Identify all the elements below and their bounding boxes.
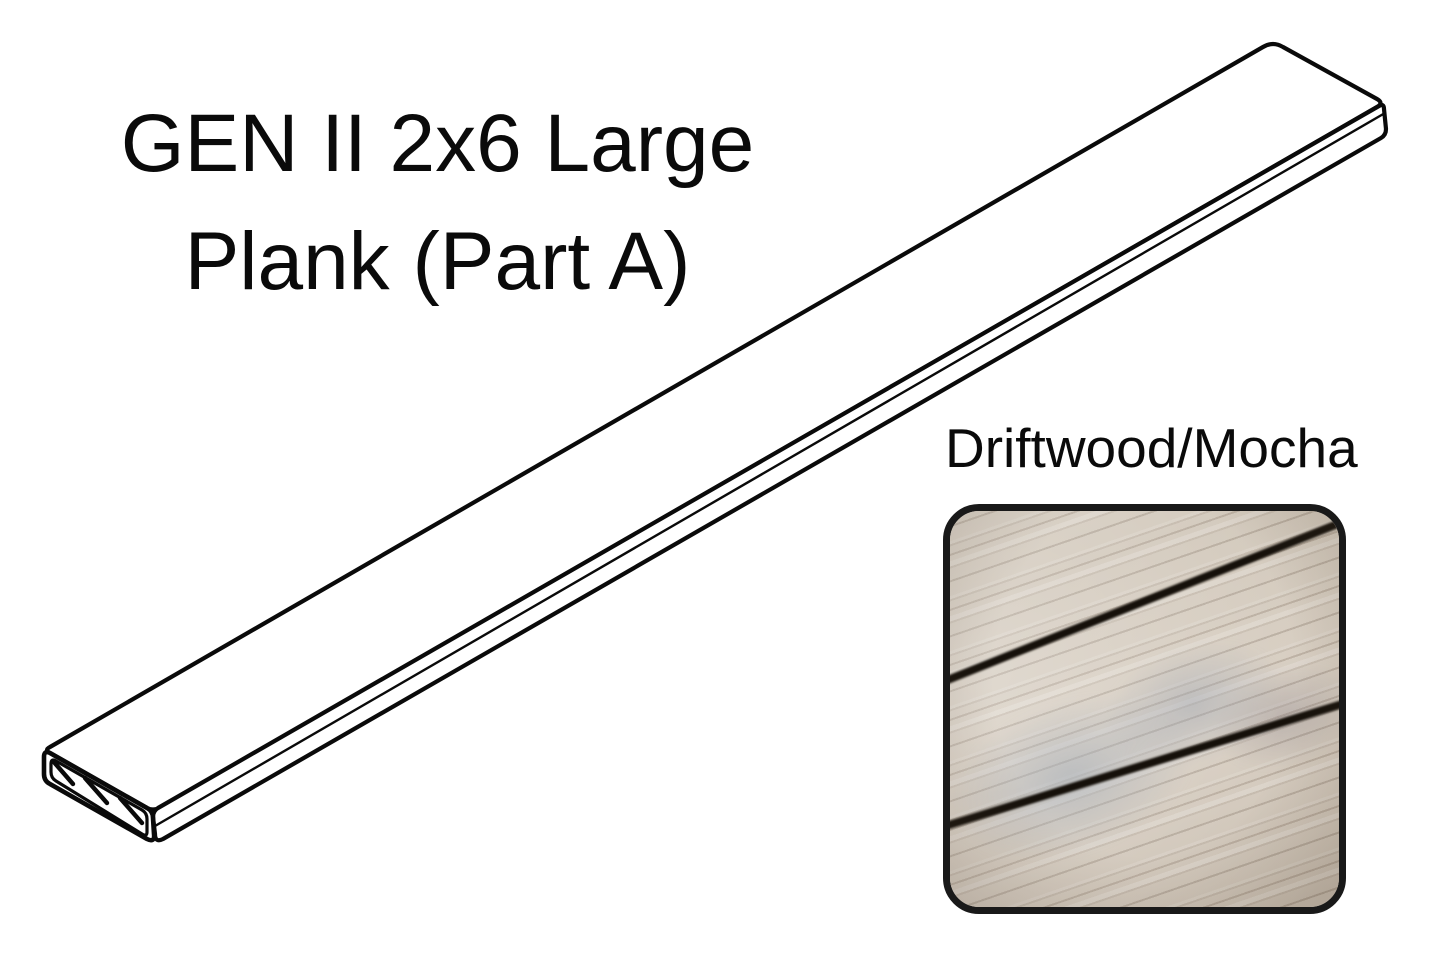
plank-end-divider-right bbox=[117, 795, 145, 826]
plank-end-divider-mid bbox=[82, 775, 110, 806]
product-title-line-1: GEN II 2x6 Large bbox=[120, 98, 755, 189]
photo-vignette bbox=[950, 511, 1339, 907]
color-swatch-label: Driftwood/Mocha bbox=[945, 417, 1358, 479]
product-title: GEN II 2x6 Large Plank (Part A) bbox=[80, 85, 795, 321]
swatch-photo bbox=[950, 511, 1339, 907]
color-swatch bbox=[943, 504, 1346, 914]
plank-edge-detail-line bbox=[153, 111, 1387, 828]
product-title-line-2: Plank (Part A) bbox=[184, 216, 691, 307]
plank-end-divider-left bbox=[50, 758, 76, 787]
